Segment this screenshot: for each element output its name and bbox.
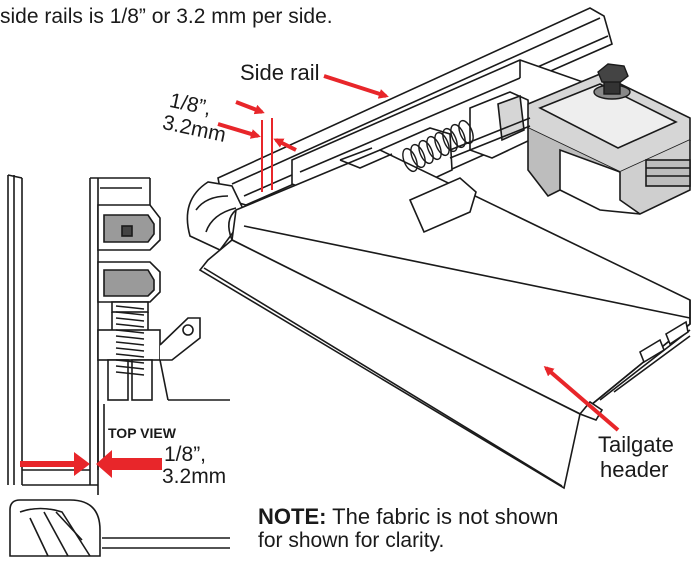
note-line2: for shown for clarity. <box>258 529 445 552</box>
note-line1: NOTE: The fabric is not shown <box>258 506 558 528</box>
spring-icon <box>115 305 145 376</box>
isometric-drawing <box>186 7 691 490</box>
bottom-measure-metric: 3.2mm <box>162 465 227 488</box>
note-text-line1: The fabric is not shown <box>326 504 559 529</box>
caption-text: side rails is 1/8” or 3.2 mm per side. <box>0 5 333 28</box>
measurement-lines <box>261 118 273 192</box>
side-rail-label: Side rail <box>240 60 320 85</box>
arrow-icon <box>20 450 162 478</box>
top-view-label: TOP VIEW <box>108 425 176 441</box>
top-view-drawing <box>7 174 230 557</box>
bottom-measure-fraction: 1/8”, <box>164 443 207 466</box>
arrow-icon <box>217 74 620 432</box>
tailgate-label-line2: header <box>600 457 669 482</box>
spring-icon <box>402 119 474 173</box>
bolt-icon <box>593 63 631 100</box>
tailgate-label-line1: Tailgate <box>598 432 674 457</box>
note-prefix: NOTE: <box>258 504 327 529</box>
